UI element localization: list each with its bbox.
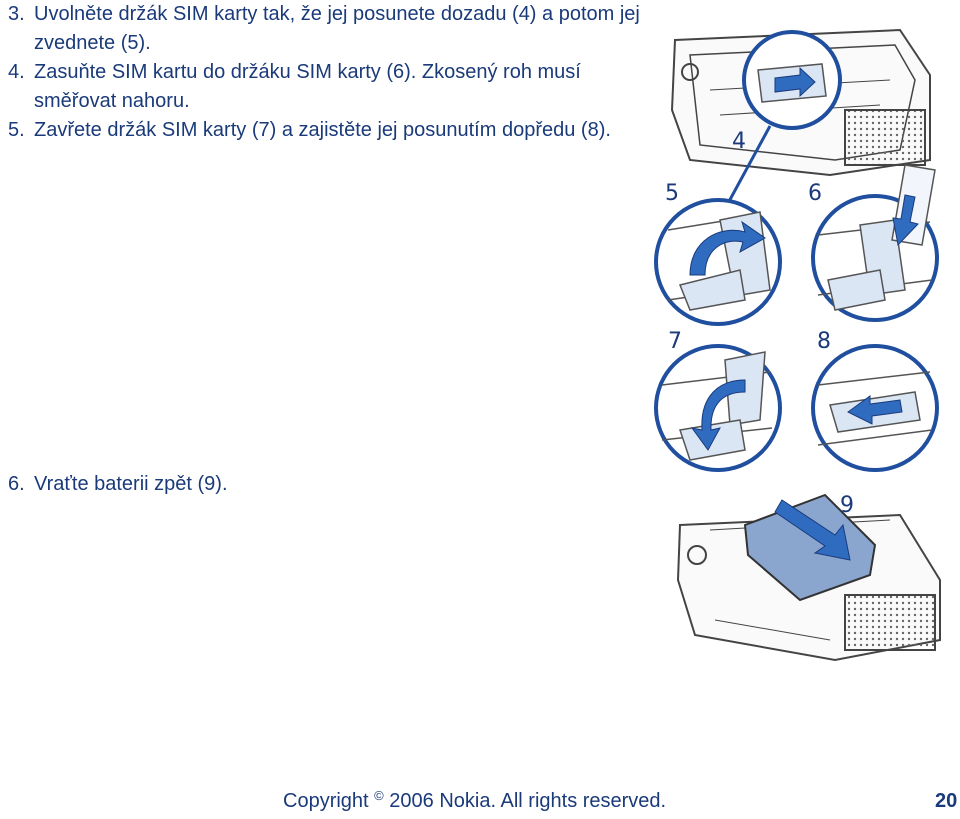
step-3: 3. Uvolněte držák SIM karty tak, že jej … <box>8 0 648 58</box>
copyright-footer: Copyright © 2006 Nokia. All rights reser… <box>283 788 667 813</box>
step-6: 6. Vraťte baterii zpět (9). <box>8 470 648 499</box>
figure-label-5: 5 <box>665 181 679 206</box>
copyright-symbol: © <box>374 788 384 803</box>
step-text: Zavřete držák SIM karty (7) a zajistěte … <box>34 119 611 141</box>
figure-label-7: 7 <box>668 329 682 354</box>
step-text: Zasuňte SIM kartu do držáku SIM karty (6… <box>34 61 581 112</box>
lift-arrow-icon <box>689 220 766 276</box>
figure-label-4: 4 <box>732 129 746 154</box>
page-number: 20 <box>935 790 958 812</box>
step-text: Vraťte baterii zpět (9). <box>34 473 228 495</box>
step-5: 5. Zavřete držák SIM karty (7) a zajistě… <box>8 116 648 145</box>
step-number: 6. <box>8 473 25 495</box>
step-number: 3. <box>8 3 25 25</box>
copyright-prefix: Copyright <box>283 790 375 812</box>
figure-label-6: 6 <box>808 181 822 206</box>
close-arrow-icon <box>690 379 746 451</box>
copyright-text: 2006 Nokia. All rights reserved. <box>383 790 667 812</box>
step-4: 4. Zasuňte SIM kartu do držáku SIM karty… <box>8 58 648 116</box>
step-text: Uvolněte držák SIM karty tak, že jej pos… <box>34 3 640 54</box>
battery-arrow-icon <box>774 499 851 561</box>
arrow-icon <box>774 66 816 98</box>
slide-forward-arrow-icon <box>847 395 903 425</box>
figure-label-8: 8 <box>817 329 831 354</box>
insert-arrow-icon <box>892 194 919 247</box>
battery-icon <box>743 493 877 602</box>
step-number: 5. <box>8 119 25 141</box>
step-number: 4. <box>8 61 25 83</box>
figure-label-9: 9 <box>840 493 854 518</box>
